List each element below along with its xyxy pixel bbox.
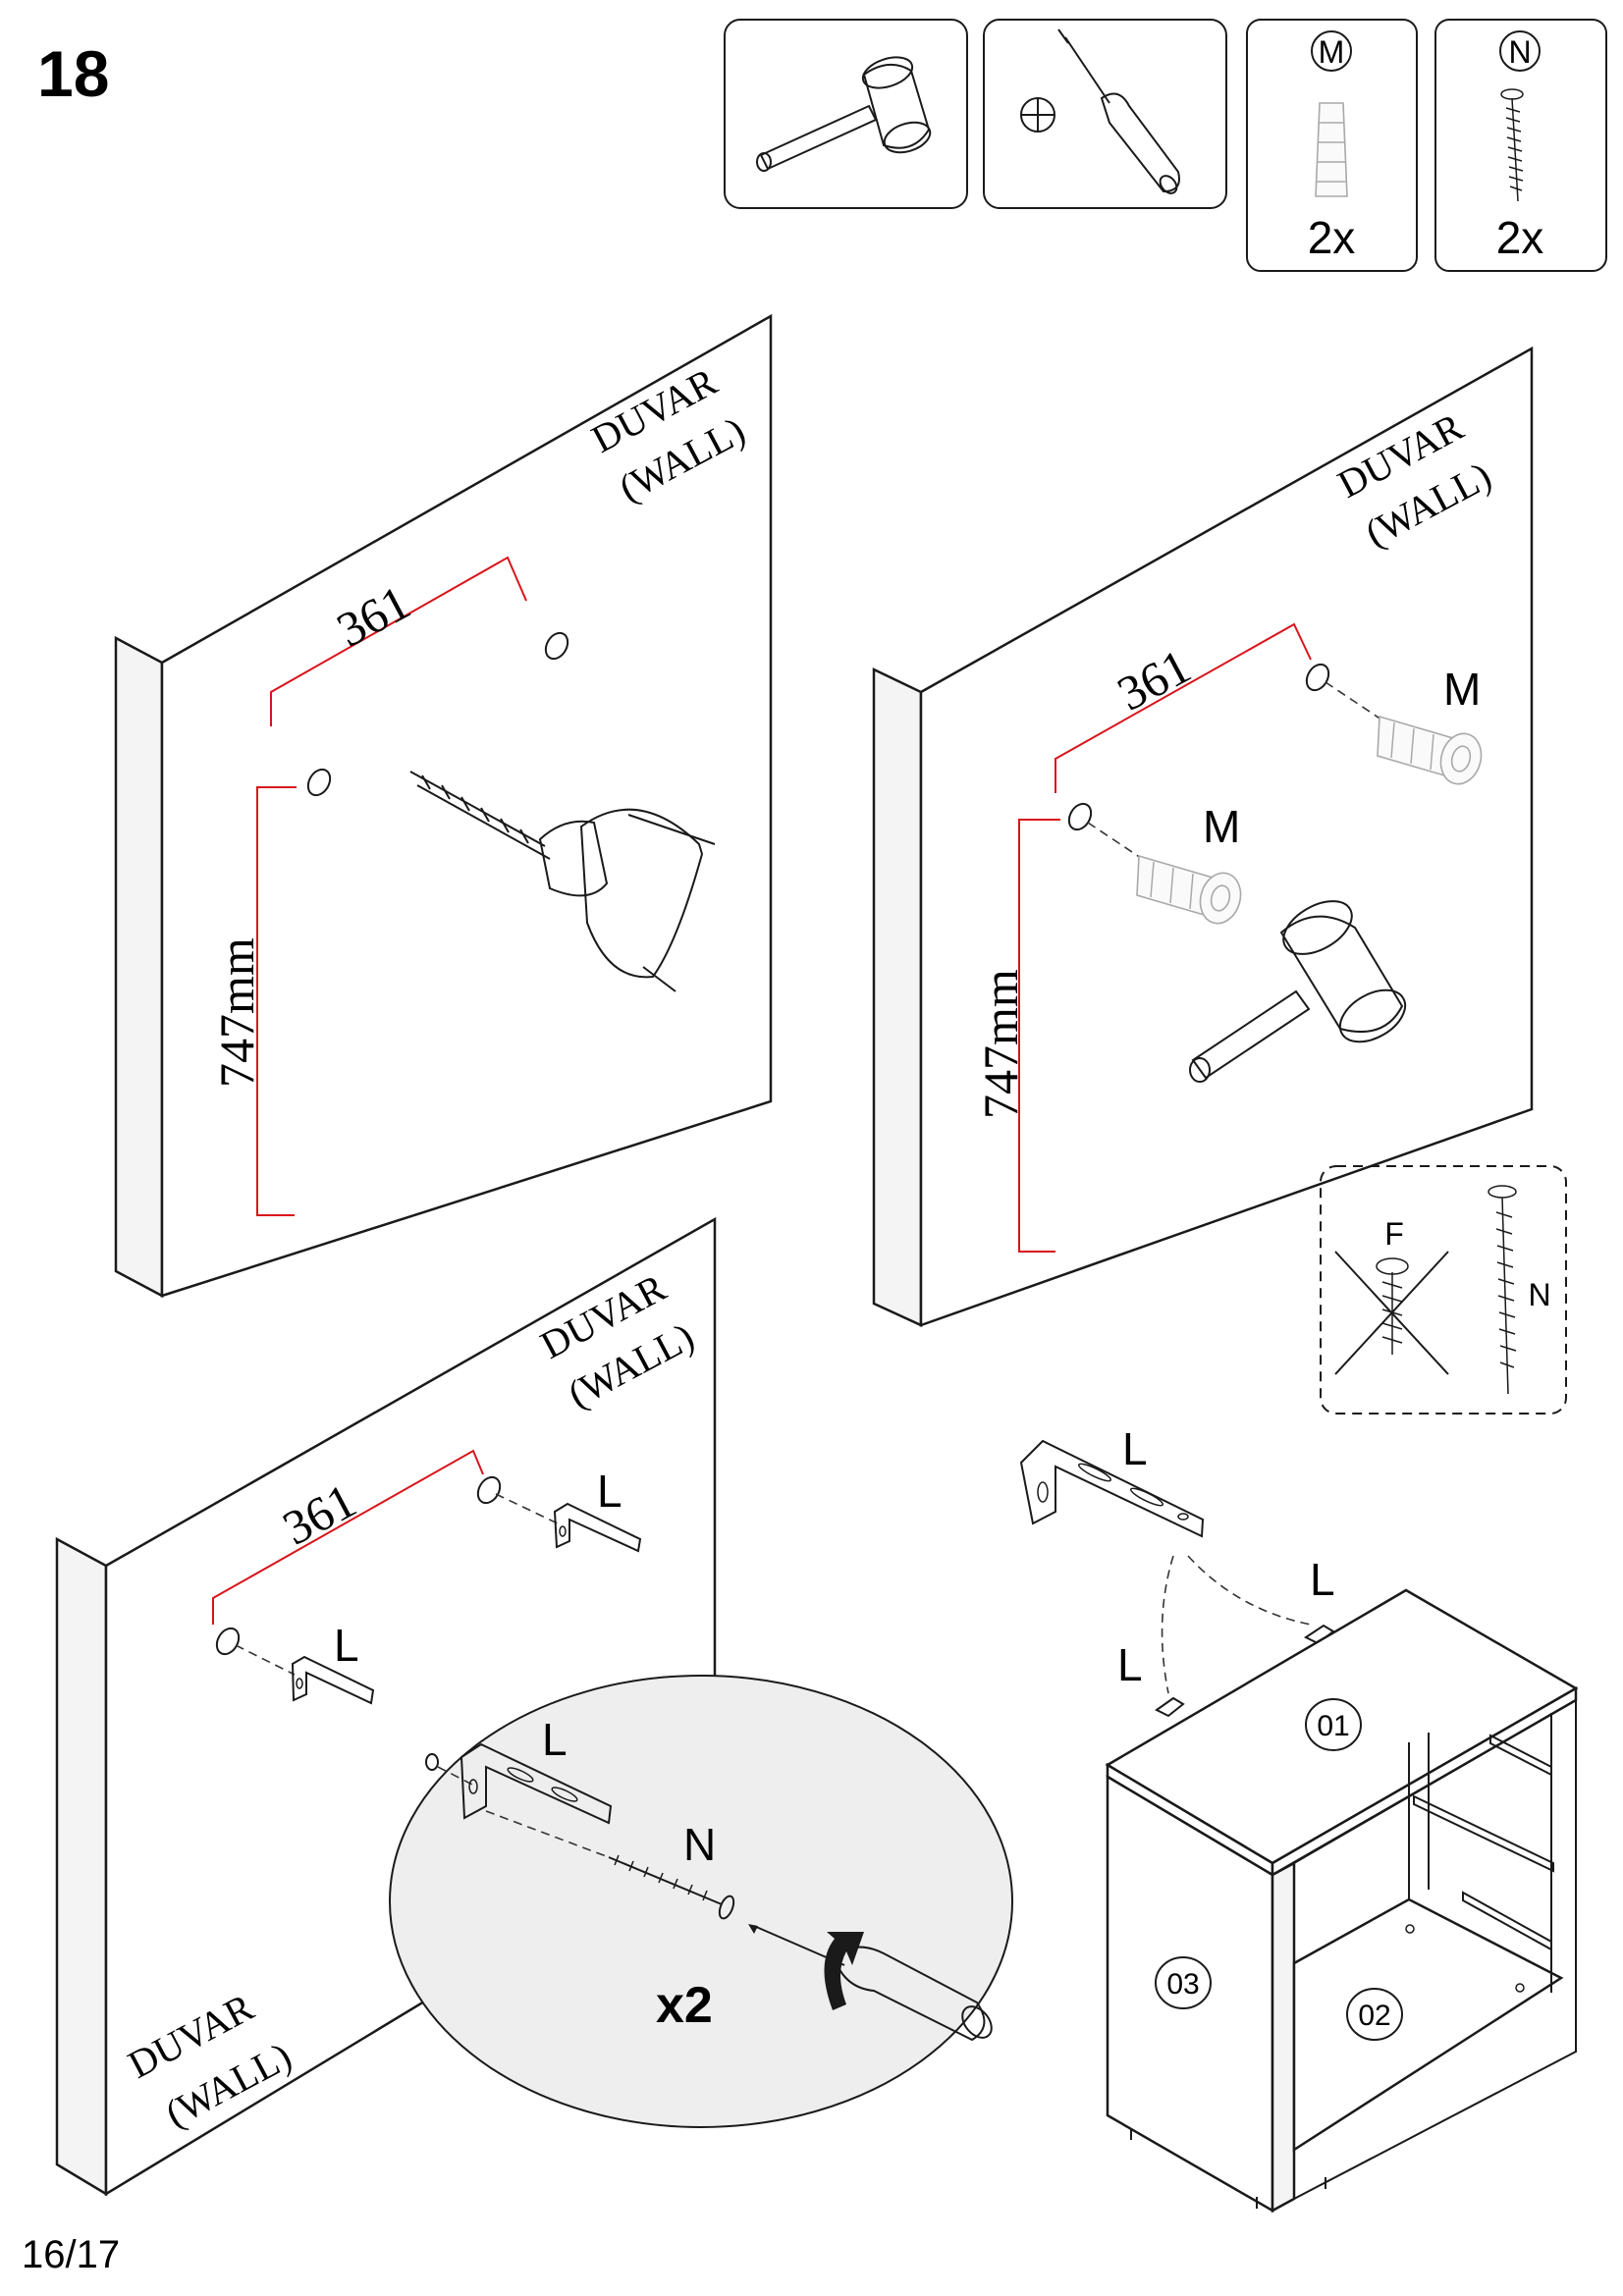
- mallet-icon: [1189, 900, 1407, 1083]
- drill-hole-lower: [306, 768, 332, 797]
- wall-surface: [919, 346, 1534, 1327]
- step-number: 18: [37, 37, 109, 110]
- forbidden-screw-icon: [1334, 1251, 1449, 1375]
- cabinet-assembly: L L L 01 03 02: [1019, 1423, 1579, 2214]
- wall-edge: [114, 635, 164, 1299]
- wall-plug-upper: [1377, 715, 1483, 785]
- detail-bracket-label: L: [542, 1714, 568, 1765]
- panel-label-03: 03: [1166, 1968, 1199, 2001]
- screw-icon: [1500, 88, 1524, 202]
- part-m-quantity: 2x: [1308, 212, 1356, 263]
- dimension-747mm: 747mm: [209, 937, 264, 1088]
- correct-screw-label: N: [1528, 1277, 1550, 1312]
- panel-drill-holes: DUVAR (WALL) 361 747mm: [114, 313, 773, 1299]
- panel-label-02: 02: [1358, 2000, 1390, 2032]
- bracket-label-left: L: [1117, 1639, 1143, 1690]
- bracket-label-lower: L: [334, 1620, 359, 1671]
- screw-detail-bubble: L N x2: [389, 1675, 1013, 2128]
- drawer-runner-1: [1489, 1734, 1552, 1777]
- cabinet-bottom-panel: [1292, 1897, 1564, 2153]
- wall-plug-lower: [1136, 854, 1242, 925]
- tool-box-screwdriver: [983, 19, 1227, 209]
- part-n-quantity: 2x: [1496, 212, 1544, 263]
- bracket-label-top: L: [1122, 1423, 1148, 1474]
- panel-mount-brackets: DUVAR (WALL) DUVAR (WALL) 361 L L: [55, 1216, 1013, 2197]
- page-number: 16/17: [22, 2233, 120, 2276]
- panel-label-01: 01: [1317, 1710, 1349, 1742]
- hammer-icon: [756, 56, 932, 172]
- detail-multiplier: x2: [656, 1977, 713, 2034]
- part-m-letter: M: [1319, 34, 1345, 70]
- tool-box-part-n: N 2x: [1434, 19, 1607, 272]
- wall-edge: [872, 667, 923, 1327]
- l-bracket-detail: [460, 1742, 613, 1825]
- correct-screw-icon: [1488, 1185, 1517, 1395]
- bracket-label-right: L: [1310, 1554, 1335, 1605]
- wall-edge: [55, 1536, 108, 2197]
- tool-box-hammer: [724, 19, 968, 209]
- wall-plug-icon: [1315, 102, 1348, 197]
- plug-label-lower: M: [1203, 801, 1240, 852]
- plug-hole-lower: [1067, 802, 1093, 831]
- drawer-runner-2: [1413, 1794, 1554, 1873]
- screw-n-detail: [608, 1854, 735, 1920]
- l-bracket-lower: [291, 1655, 375, 1705]
- tool-box-part-m: M 2x: [1246, 19, 1418, 272]
- drill-hole-upper: [544, 631, 569, 661]
- dimension-vertical: 747mm: [209, 786, 297, 1216]
- dimension-vertical: 747mm: [973, 819, 1060, 1253]
- phillips-screwdriver-icon: [1020, 28, 1180, 194]
- dimension-747mm: 747mm: [973, 969, 1028, 1119]
- rotate-arrow-icon: [824, 1932, 864, 2010]
- forbidden-screw-label: F: [1384, 1216, 1404, 1252]
- part-n-letter: N: [1508, 34, 1531, 70]
- cabinet-side-edge: [1271, 1860, 1296, 2214]
- drawer-runner-3: [1462, 1891, 1552, 1951]
- plug-label-upper: M: [1443, 664, 1481, 715]
- l-bracket-exploded: [1019, 1439, 1205, 1538]
- panel-insert-plugs: DUVAR (WALL) 361 747mm M M: [872, 346, 1534, 1327]
- power-drill-icon: [409, 771, 716, 992]
- l-bracket-upper: [553, 1502, 642, 1553]
- bracket-label-upper: L: [597, 1466, 622, 1517]
- screw-note-box: F N: [1320, 1165, 1567, 1415]
- detail-screw-label: N: [683, 1819, 716, 1870]
